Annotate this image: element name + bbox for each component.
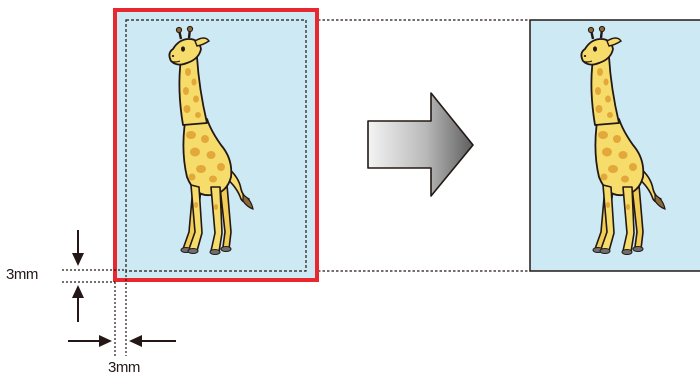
enlarged-image-panel [529,19,700,272]
horizontal-dimension-marker [68,271,176,356]
extension-guide-lines [318,19,530,272]
right-arrow-icon [367,92,474,197]
printable-area-boundary [125,19,307,272]
selection-frame [113,8,319,282]
vertical-dimension-marker [62,230,126,322]
horizontal-dimension-label: 3mm [108,359,140,376]
original-image-panel [113,8,319,282]
vertical-dimension-label: 3mm [6,266,38,283]
